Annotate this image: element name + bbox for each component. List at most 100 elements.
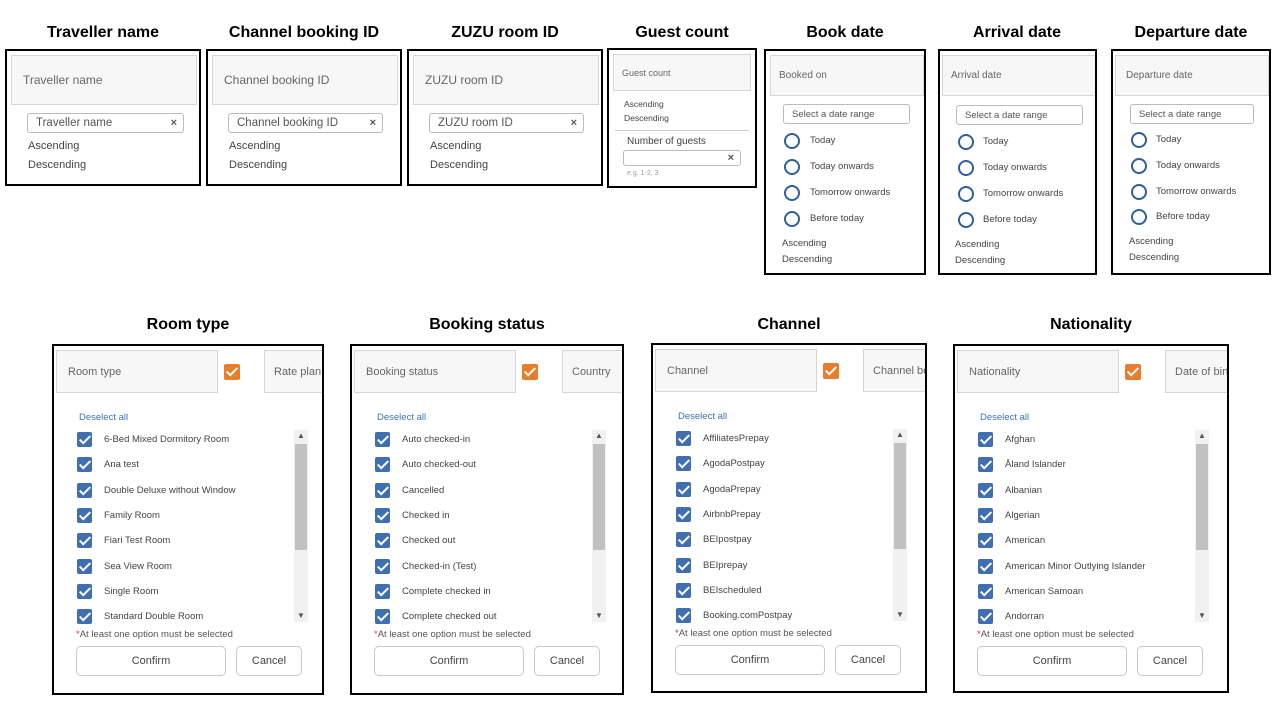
scrollbar[interactable]: ▲ ▼	[893, 429, 907, 621]
channel-booking-id-search-input[interactable]: Channel booking ID ×	[228, 113, 383, 133]
radio-today-onwards[interactable]	[1131, 158, 1147, 174]
deselect-all-link[interactable]: Deselect all	[377, 412, 427, 423]
scroll-up-icon[interactable]: ▲	[1198, 431, 1206, 440]
scroll-down-icon[interactable]: ▼	[297, 611, 305, 620]
list-item[interactable]: AgodaPostpay	[676, 455, 765, 472]
sort-ascending-option[interactable]: Ascending	[430, 140, 482, 152]
radio-tomorrow-onwards[interactable]	[1131, 184, 1147, 200]
list-item[interactable]: BEIscheduled	[676, 582, 762, 599]
sort-descending-option[interactable]: Descending	[624, 113, 669, 123]
column-visible-checkbox[interactable]	[1125, 364, 1141, 380]
sort-ascending-option[interactable]: Ascending	[624, 99, 664, 109]
column-header-room-type[interactable]: Room type	[56, 350, 218, 393]
list-item[interactable]: AgodaPrepay	[676, 481, 761, 498]
list-item[interactable]: Standard Double Room	[77, 608, 203, 625]
checkbox[interactable]	[676, 557, 691, 573]
checkbox[interactable]	[978, 457, 993, 473]
sort-descending-option[interactable]: Descending	[782, 254, 833, 265]
scroll-down-icon[interactable]: ▼	[595, 611, 603, 620]
scrollbar[interactable]: ▲ ▼	[1195, 430, 1209, 622]
cancel-button[interactable]: Cancel	[835, 645, 901, 675]
clear-icon[interactable]: ×	[727, 152, 734, 164]
checkbox[interactable]	[375, 507, 390, 523]
column-header-channel[interactable]: Channel	[655, 349, 817, 392]
sort-descending-option[interactable]: Descending	[1129, 252, 1180, 263]
list-item[interactable]: Åland Islander	[978, 456, 1066, 473]
checkbox[interactable]	[77, 558, 92, 574]
list-item[interactable]: Double Deluxe without Window	[77, 482, 235, 499]
list-item[interactable]: Cancelled	[375, 482, 444, 499]
column-header-booking-status[interactable]: Booking status	[354, 350, 516, 393]
radio-today-onwards[interactable]	[958, 160, 974, 176]
checkbox[interactable]	[77, 609, 92, 625]
scroll-up-icon[interactable]: ▲	[297, 431, 305, 440]
column-header-zuzu-room-id[interactable]: ZUZU room ID	[413, 55, 599, 105]
checkbox[interactable]	[375, 583, 390, 599]
column-header-next[interactable]: Date of birt	[1165, 350, 1227, 393]
radio-before-today[interactable]	[784, 211, 800, 227]
sort-ascending-option[interactable]: Ascending	[1129, 236, 1174, 247]
list-item[interactable]: BEIprepay	[676, 557, 747, 574]
checkbox[interactable]	[676, 608, 691, 624]
radio-today[interactable]	[958, 134, 974, 150]
list-item[interactable]: Single Room	[77, 583, 158, 600]
column-header-traveller-name[interactable]: Traveller name	[11, 55, 197, 105]
cancel-button[interactable]: Cancel	[1137, 646, 1203, 676]
list-item[interactable]: American Samoan	[978, 583, 1083, 600]
list-item[interactable]: BEIpostpay	[676, 531, 752, 548]
confirm-button[interactable]: Confirm	[977, 646, 1127, 676]
scrollbar[interactable]: ▲ ▼	[294, 430, 308, 622]
radio-before-today[interactable]	[1131, 209, 1147, 225]
clear-icon[interactable]: ×	[570, 117, 577, 129]
list-item[interactable]: Afghan	[978, 431, 1035, 448]
checkbox[interactable]	[77, 533, 92, 549]
scroll-up-icon[interactable]: ▲	[595, 431, 603, 440]
checkbox[interactable]	[978, 432, 993, 447]
clear-icon[interactable]: ×	[369, 117, 376, 129]
list-item[interactable]: Andorran	[978, 608, 1044, 625]
list-item[interactable]: Algerian	[978, 507, 1040, 524]
scroll-down-icon[interactable]: ▼	[1198, 611, 1206, 620]
list-item[interactable]: Complete checked in	[375, 583, 491, 600]
scrollbar-thumb[interactable]	[593, 444, 605, 550]
checkbox[interactable]	[676, 431, 691, 446]
list-item[interactable]: Ana test	[77, 456, 139, 473]
checkbox[interactable]	[978, 533, 993, 549]
confirm-button[interactable]: Confirm	[76, 646, 226, 676]
column-header-next[interactable]: Rate plan	[264, 350, 322, 393]
column-header-nationality[interactable]: Nationality	[957, 350, 1119, 393]
column-visible-checkbox[interactable]	[823, 363, 839, 379]
radio-today[interactable]	[1131, 132, 1147, 148]
checkbox[interactable]	[375, 609, 390, 625]
radio-today-onwards[interactable]	[784, 159, 800, 175]
sort-ascending-option[interactable]: Ascending	[782, 238, 827, 249]
traveller-name-search-input[interactable]: Traveller name ×	[27, 113, 184, 133]
list-item[interactable]: Albanian	[978, 482, 1042, 499]
column-header-booked-on[interactable]: Booked on	[770, 55, 924, 96]
list-item[interactable]: 6-Bed Mixed Dormitory Room	[77, 431, 229, 448]
checkbox[interactable]	[676, 582, 691, 598]
column-header-arrival-date[interactable]: Arrival date	[942, 55, 1095, 96]
deselect-all-link[interactable]: Deselect all	[678, 411, 728, 422]
sort-descending-option[interactable]: Descending	[28, 159, 87, 171]
clear-icon[interactable]: ×	[170, 117, 177, 129]
list-item[interactable]: Auto checked-out	[375, 456, 476, 473]
column-header-guest-count[interactable]: Guest count	[613, 54, 751, 91]
checkbox[interactable]	[978, 609, 993, 625]
radio-today[interactable]	[784, 133, 800, 149]
list-item[interactable]: American Minor Outlying Islander	[978, 558, 1145, 575]
scrollbar-thumb[interactable]	[295, 444, 307, 550]
sort-descending-option[interactable]: Descending	[955, 255, 1006, 266]
confirm-button[interactable]: Confirm	[675, 645, 825, 675]
list-item[interactable]: Booking.comPostpay	[676, 607, 792, 624]
checkbox[interactable]	[676, 532, 691, 548]
scrollbar[interactable]: ▲ ▼	[592, 430, 606, 622]
column-header-channel-booking-id[interactable]: Channel booking ID	[212, 55, 398, 105]
checkbox[interactable]	[77, 507, 92, 523]
scroll-up-icon[interactable]: ▲	[896, 430, 904, 439]
deselect-all-link[interactable]: Deselect all	[79, 412, 129, 423]
sort-descending-option[interactable]: Descending	[229, 159, 288, 171]
number-of-guests-input[interactable]: ×	[623, 150, 741, 166]
scrollbar-thumb[interactable]	[894, 443, 906, 549]
column-visible-checkbox[interactable]	[224, 364, 240, 380]
